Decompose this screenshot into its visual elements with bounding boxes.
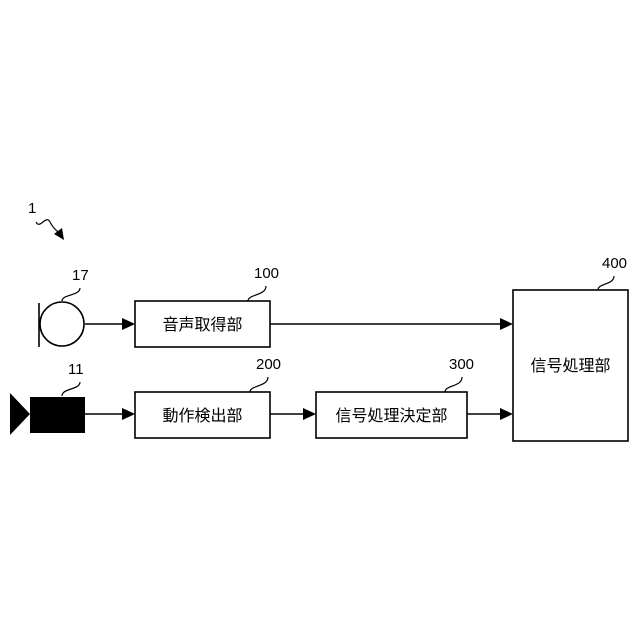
signal-processing-decision-ref-leader: [445, 377, 462, 392]
motion-detection-label: 動作検出部: [162, 406, 242, 425]
camera-ref-leader: [62, 382, 80, 396]
audio-acquisition-ref-leader: [248, 286, 266, 301]
signal-processing-label: 信号処理部: [530, 356, 610, 375]
motion-detection-ref-leader: [250, 377, 268, 392]
camera-icon: [10, 393, 85, 435]
arrowhead-mic-to-audio: [122, 318, 135, 330]
arrowhead-decision-to-processing: [500, 408, 513, 420]
signal-processing-decision-ref-label: 300: [449, 356, 474, 373]
signal-processing-ref-label: 400: [602, 255, 627, 272]
system-ref-leader: [36, 220, 58, 232]
microphone-icon: [39, 302, 84, 347]
system-ref-label: 1: [28, 200, 36, 217]
audio-acquisition-label: 音声取得部: [162, 315, 242, 334]
microphone-ref-label: 17: [72, 267, 89, 284]
microphone-ref-leader: [62, 288, 80, 301]
audio-acquisition-ref-label: 100: [254, 265, 279, 282]
signal-processing-decision-label: 信号処理決定部: [335, 406, 447, 425]
audio-acquisition-block: 音声取得部: [135, 301, 270, 347]
signal-processing-ref-leader: [598, 276, 614, 290]
arrowhead-motion-to-decision: [303, 408, 316, 420]
arrowhead-camera-to-motion: [122, 408, 135, 420]
signal-processing-decision-block: 信号処理決定部: [316, 392, 467, 438]
motion-detection-block: 動作検出部: [135, 392, 270, 438]
arrowhead-audio-to-processing: [500, 318, 513, 330]
camera-ref-label: 11: [68, 361, 84, 378]
motion-detection-ref-label: 200: [256, 356, 281, 373]
signal-processing-block: 信号処理部: [513, 290, 628, 441]
